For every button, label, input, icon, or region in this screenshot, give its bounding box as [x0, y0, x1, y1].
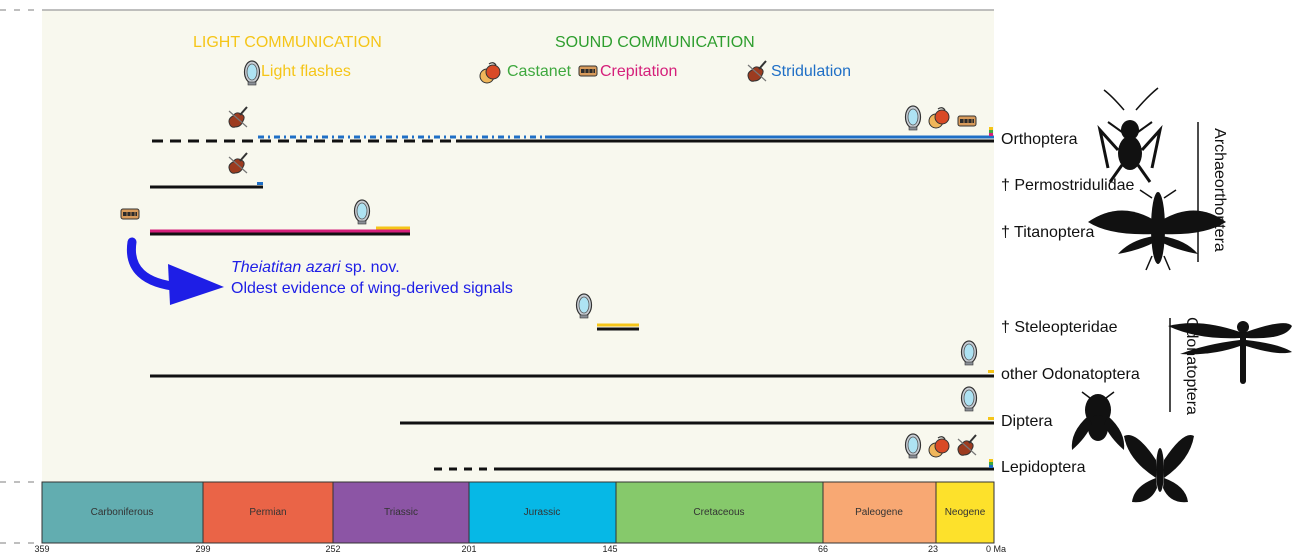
age-tick: 201 [461, 544, 476, 553]
age-tick: 0 Ma [986, 544, 1006, 553]
odonatoptera-label: Odonatoptera [1183, 317, 1200, 415]
period-triassic [333, 482, 469, 543]
diptera-range [400, 417, 994, 425]
fly-silhouette [1071, 391, 1125, 450]
legend-stridulation: Stridulation [771, 63, 852, 80]
period-label: Neogene [945, 507, 986, 518]
age-tick: 252 [325, 544, 340, 553]
period-label: Permian [249, 507, 286, 518]
age-tick: 66 [818, 544, 828, 553]
period-carboniferous [42, 482, 203, 543]
harmonica-icon [578, 65, 598, 77]
permostridulidae-range [150, 182, 263, 189]
taxon-other-odonatoptera: other Odonatoptera [1001, 366, 1140, 383]
evidence-note: Oldest evidence of wing-derived signals [231, 280, 513, 297]
sound-communication-header: SOUND COMMUNICATION [555, 34, 755, 51]
period-neogene [936, 482, 994, 543]
legend-crepitation: Crepitation [600, 63, 678, 80]
orthoptera-range [152, 127, 994, 143]
age-ticks: 359 299 252 201 145 66 23 0 Ma [34, 544, 1006, 553]
harmonica-icon [120, 208, 140, 220]
taxon-lepidoptera: Lepidoptera [1001, 459, 1086, 476]
light-communication-header: LIGHT COMMUNICATION [193, 34, 382, 51]
period-labels: Carboniferous Permian Triassic Jurassic … [91, 507, 986, 518]
taxon-permostridulidae: † Permostridulidae [1001, 177, 1135, 194]
moth-silhouette [1124, 435, 1194, 503]
age-tick: 23 [928, 544, 938, 553]
period-jurassic [469, 482, 616, 543]
titanoptera-silhouette [1088, 189, 1226, 271]
dragonfly-silhouette [1168, 321, 1292, 384]
taxon-diptera: Diptera [1001, 413, 1053, 430]
background-panel [42, 10, 994, 482]
age-tick: 299 [195, 544, 210, 553]
period-label: Cretaceous [693, 507, 744, 518]
harmonica-icon [957, 115, 977, 127]
species-note: Theiatitan azari sp. nov. [231, 258, 400, 278]
period-permian [203, 482, 333, 543]
period-label: Triassic [384, 507, 418, 518]
age-tick: 145 [602, 544, 617, 553]
titanoptera-range [150, 226, 410, 236]
taxon-orthoptera: Orthoptera [1001, 131, 1078, 148]
cricket-silhouette [1097, 87, 1163, 183]
legend-light-flashes: Light flashes [261, 63, 351, 80]
lepidoptera-range [434, 459, 994, 471]
theiatitan-arrow [126, 237, 224, 305]
period-cretaceous [616, 482, 823, 543]
legend-castanet: Castanet [507, 63, 572, 80]
period-label: Carboniferous [91, 507, 154, 518]
age-tick: 359 [34, 544, 49, 553]
archaeorthoptera-label: Archaeorthoptera [1211, 128, 1228, 252]
period-bar [41, 481, 995, 544]
period-label: Jurassic [524, 507, 561, 518]
steleopteridae-range [597, 323, 639, 331]
species-name: Theiatitan azari [231, 259, 341, 276]
taxon-titanoptera: † Titanoptera [1001, 224, 1095, 241]
other-odonatoptera-range [150, 370, 994, 378]
taxon-steleopteridae: † Steleopteridae [1001, 319, 1118, 336]
species-suffix: sp. nov. [340, 259, 400, 276]
period-label: Paleogene [855, 507, 903, 518]
period-paleogene [823, 482, 936, 543]
